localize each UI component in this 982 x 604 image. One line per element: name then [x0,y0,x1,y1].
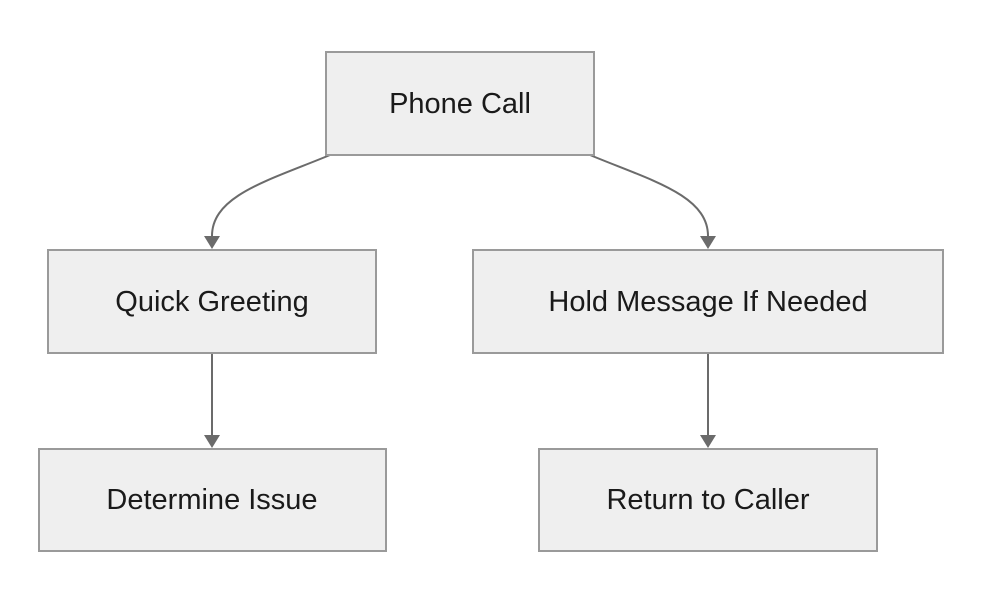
node-quick-greeting: Quick Greeting [47,249,377,354]
arrowhead-hold-message [700,236,716,249]
node-determine-issue: Determine Issue [38,448,387,552]
node-phone-call-box [325,51,595,156]
node-hold-message-box [472,249,944,354]
node-quick-greeting-label: Quick Greeting [115,286,308,318]
node-hold-message-label: Hold Message If Needed [548,286,867,318]
arrowhead-return-to-caller [700,435,716,448]
node-return-to-caller-box [538,448,878,552]
edge-phone-call-to-hold-message [589,154,709,237]
node-phone-call-label: Phone Call [389,88,531,120]
node-phone-call: Phone Call [325,51,595,156]
node-return-to-caller-label: Return to Caller [606,484,809,516]
node-determine-issue-label: Determine Issue [106,484,317,516]
arrowhead-quick-greeting [204,236,220,249]
node-hold-message: Hold Message If Needed [472,249,944,354]
node-return-to-caller: Return to Caller [538,448,878,552]
node-quick-greeting-box [47,249,377,354]
edge-phone-call-to-quick-greeting [211,154,331,237]
edges [204,154,716,448]
node-determine-issue-box [38,448,387,552]
arrowhead-determine-issue [204,435,220,448]
